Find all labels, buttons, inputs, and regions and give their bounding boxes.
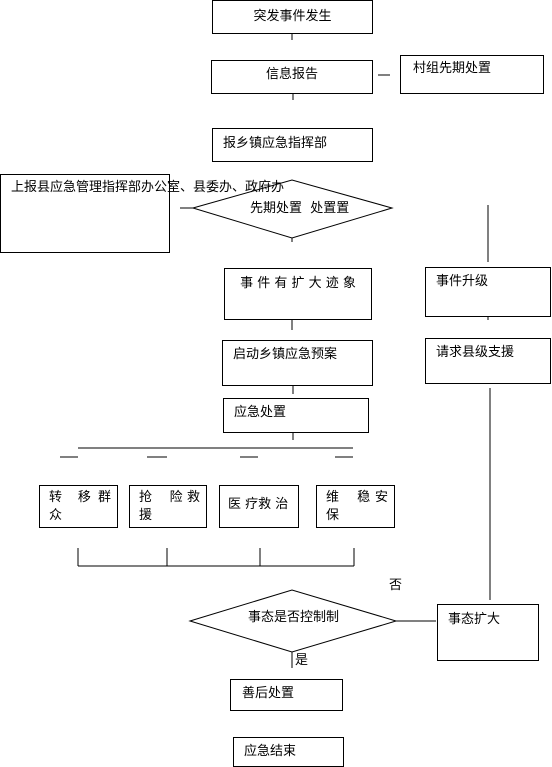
control-decision-diamond (188, 589, 398, 653)
event-occur-box: 突发事件发生 (212, 0, 373, 34)
initial-disposal-label: 先期处置 处置置 (250, 201, 350, 216)
info-report-box: 信息报告 (211, 60, 373, 94)
rescue-box: 抢 险 救 援 (129, 485, 214, 528)
request-county-label: 请求县级支援 (436, 345, 515, 360)
report-county-label: 上报县应急管理指挥部办公室、县委办、政府办 (11, 180, 285, 195)
expand-signs-box: 事 件 有 扩 大 迹 象 (224, 268, 372, 320)
aftermath-label: 善后处置 (242, 686, 295, 701)
aftermath-box: 善后处置 (230, 679, 343, 711)
report-town-box: 报乡镇应急指挥部 (212, 128, 373, 162)
end-label: 应急结束 (244, 744, 297, 759)
rescue-label: 抢 险 救 援 (139, 490, 214, 523)
stability-box: 维 稳 安 保 (316, 485, 402, 528)
no-label: 否 (389, 578, 403, 593)
medical-box: 医 疗救 治 (219, 485, 299, 528)
emergency-disposal-label: 应急处置 (234, 405, 287, 420)
escalate-label: 事态扩大 (448, 612, 501, 627)
village-initial-box: 村组先期处置 (400, 55, 544, 94)
escalate-box: 事态扩大 (437, 604, 539, 661)
end-box: 应急结束 (233, 737, 344, 767)
transfer-people-box: 转 移 群 众 (39, 485, 125, 528)
event-upgrade-label: 事件升级 (436, 274, 489, 289)
initial-disposal-diamond (191, 179, 394, 239)
emergency-disposal-box: 应急处置 (223, 398, 369, 433)
request-county-box: 请求县级支援 (425, 338, 551, 384)
start-plan-box: 启动乡镇应急预案 (222, 340, 373, 386)
event-occur-label: 突发事件发生 (253, 9, 332, 24)
start-plan-label: 启动乡镇应急预案 (233, 347, 338, 362)
transfer-people-label: 转 移 群 众 (49, 490, 125, 523)
stability-label: 维 稳 安 保 (326, 490, 402, 523)
expand-signs-label: 事 件 有 扩 大 迹 象 (240, 276, 356, 291)
yes-label: 是 (295, 653, 309, 668)
event-upgrade-box: 事件升级 (425, 267, 551, 317)
report-town-label: 报乡镇应急指挥部 (223, 136, 328, 151)
report-county-box: 上报县应急管理指挥部办公室、县委办、政府办 (0, 174, 285, 253)
info-report-label: 信息报告 (265, 67, 318, 82)
is-controlled-label: 事态是否控制制 (248, 610, 340, 625)
medical-label: 医 疗救 治 (228, 497, 289, 512)
village-initial-label: 村组先期处置 (413, 61, 492, 76)
